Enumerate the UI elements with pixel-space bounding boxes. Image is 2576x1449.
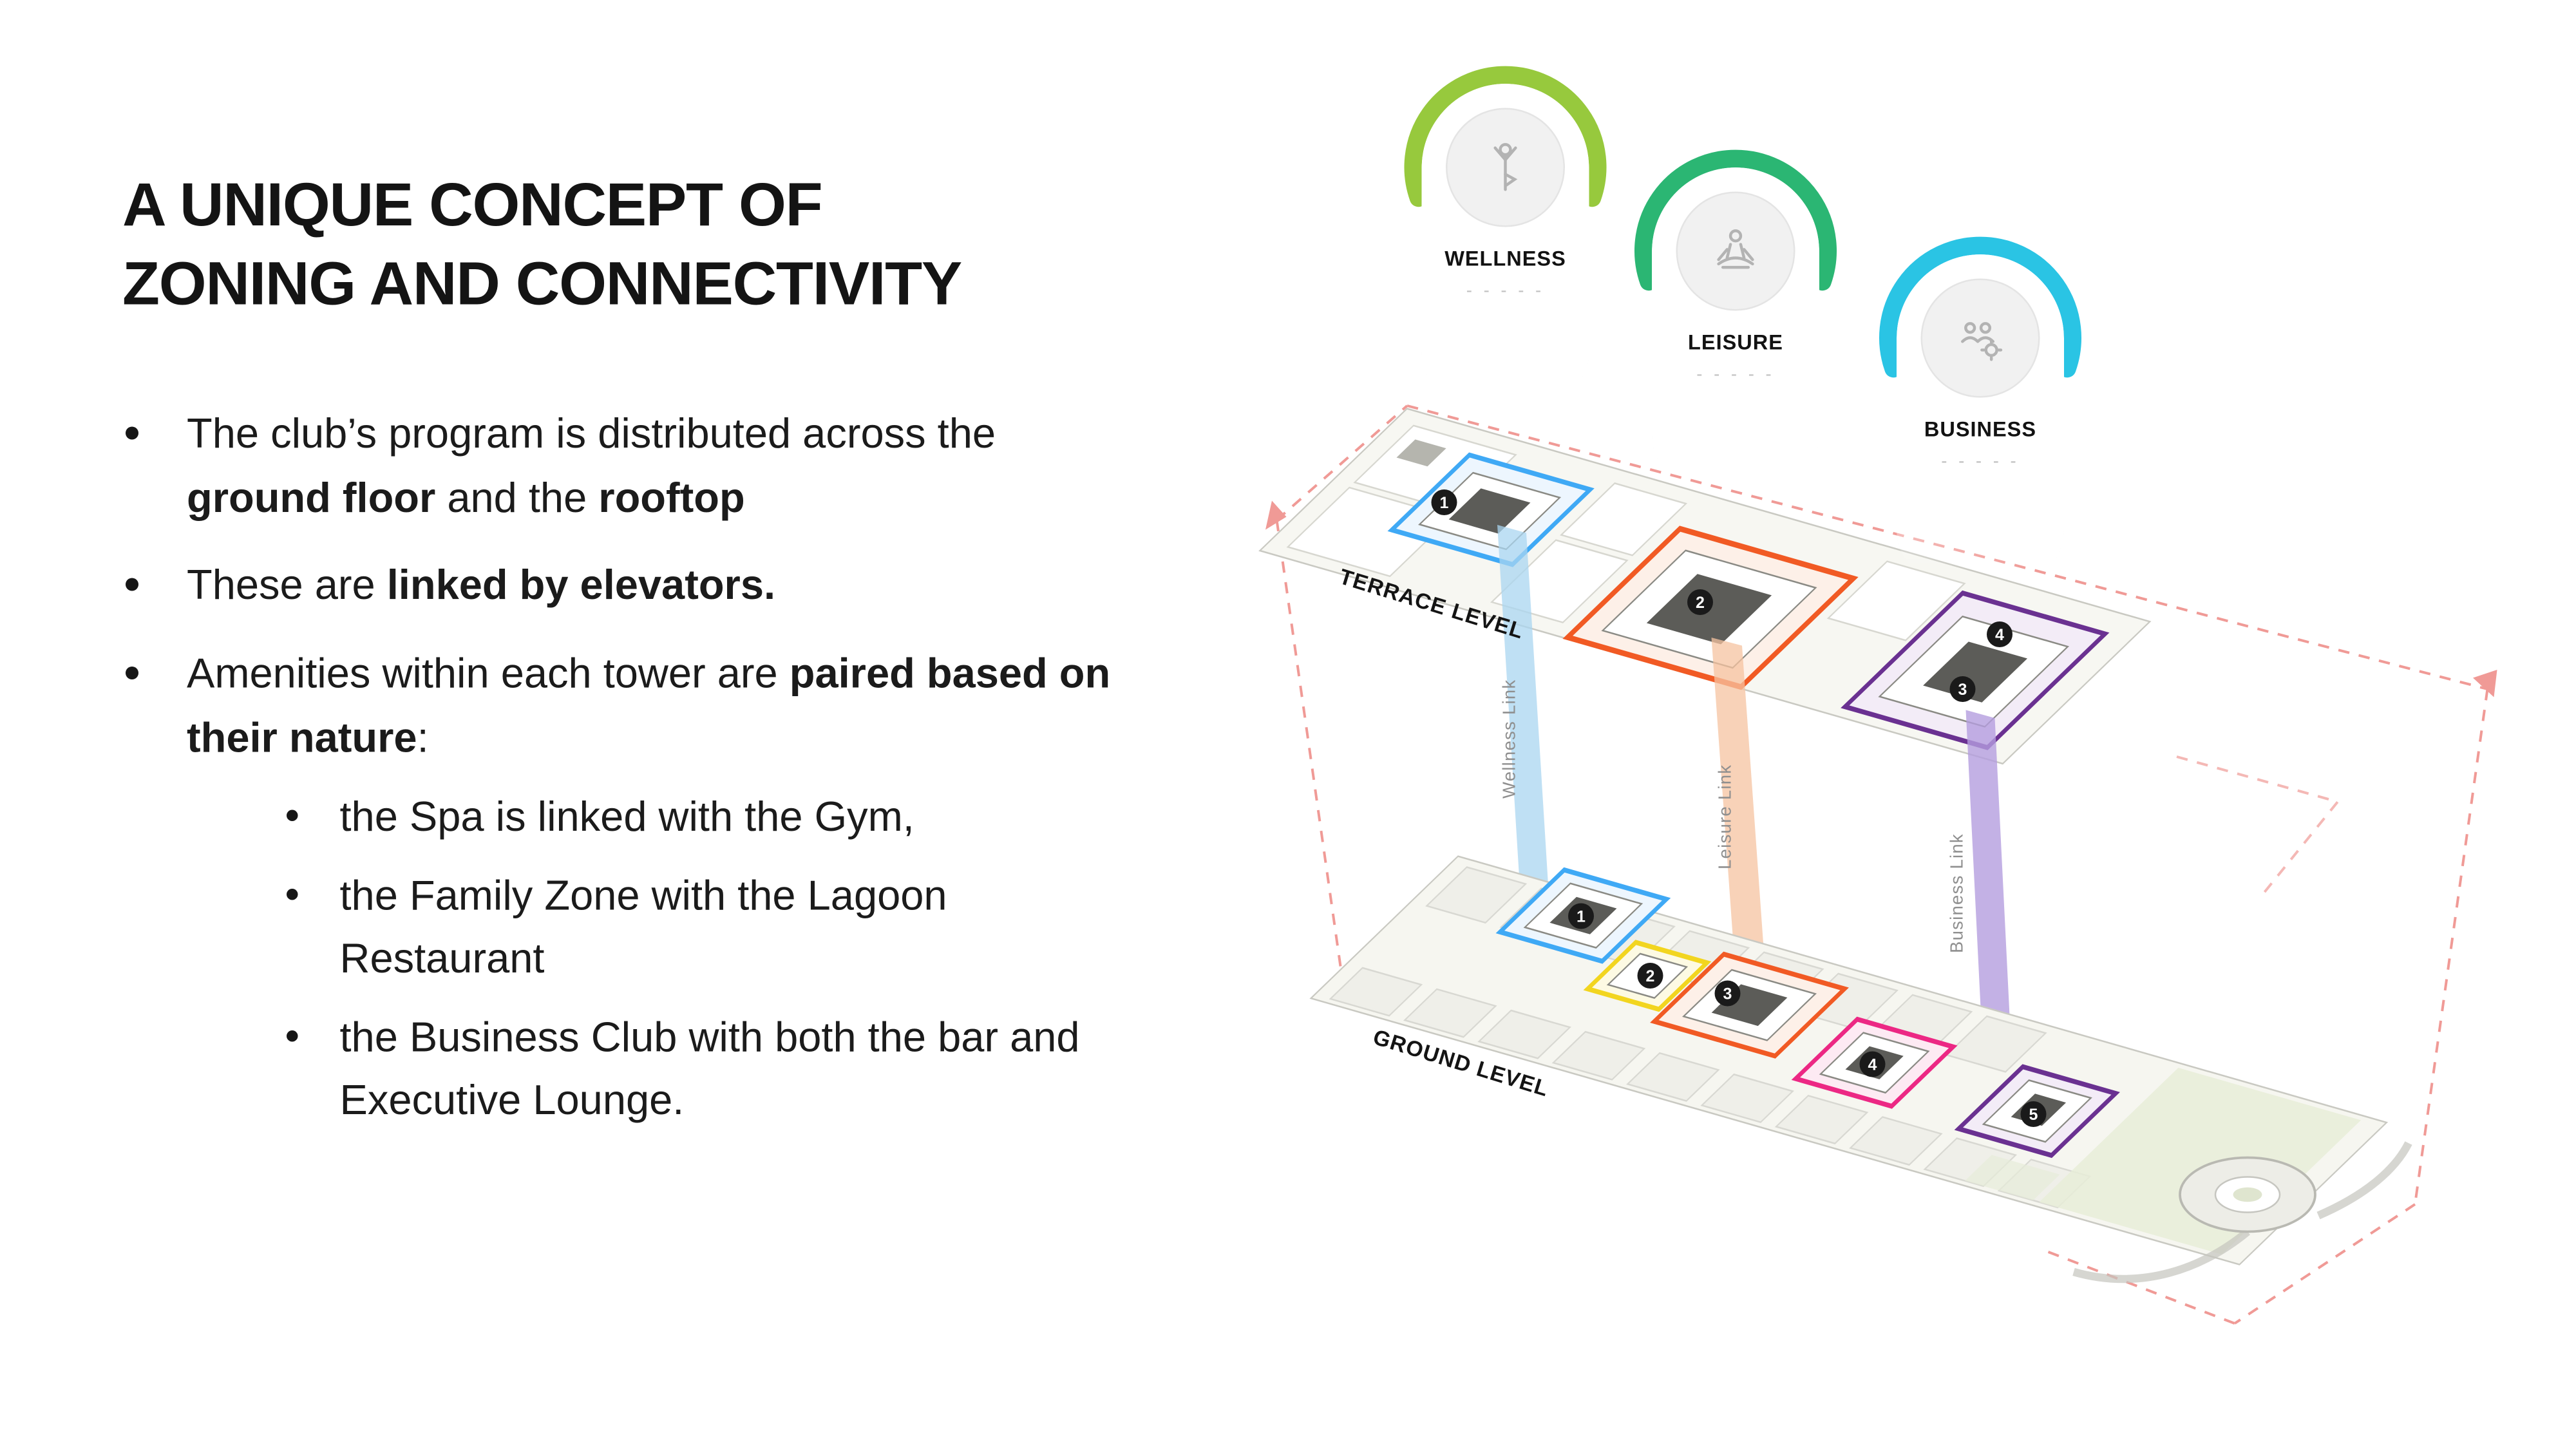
svg-text:1: 1 <box>1577 907 1586 925</box>
bullet-text-segment: These are <box>187 560 387 609</box>
wellness-icon-circle <box>1446 108 1565 227</box>
bullet-text-segment: Amenities within each tower are <box>187 648 790 697</box>
svg-text:2: 2 <box>1696 594 1705 612</box>
boundary-edge <box>1276 404 1408 522</box>
badge-leisure: LEISURE - - - - - <box>1652 167 1819 489</box>
zone-marker: 5 <box>2020 1101 2047 1127</box>
boundary-edge <box>1275 520 1343 971</box>
svg-text:5: 5 <box>2029 1106 2038 1124</box>
bullet-text: These are linked by elevators. <box>187 553 775 618</box>
zone-marker: 4 <box>1859 1051 1886 1077</box>
bullet-dot <box>287 1030 298 1043</box>
sub-bullet-text: the Business Club with both the bar and … <box>339 1013 1080 1124</box>
boundary-edge <box>2233 1203 2416 1325</box>
boundary-arrow-icon <box>1265 500 1287 530</box>
sub-bullet-business-club: the Business Club with both the bar and … <box>187 1007 1121 1132</box>
sub-bullet-spa-gym: the Spa is linked with the Gym, <box>187 786 1121 849</box>
boundary-edge <box>2414 688 2489 1205</box>
business-badge-arc <box>1879 236 2081 378</box>
bullet-item-pairing: Amenities within each tower are paired b… <box>122 640 1121 1148</box>
leisure-icon-circle <box>1676 191 1795 311</box>
badge-label: WELLNESS <box>1444 246 1566 271</box>
badge-business: BUSINESS - - - - - <box>1897 254 2064 585</box>
bullet-dot <box>126 426 138 439</box>
bullet-text-segment: and the <box>435 473 599 522</box>
bullet-text-segment: : <box>417 713 429 762</box>
bullet-item-program: The club’s program is distributed across… <box>122 401 1121 530</box>
link-bands: Wellness Link Leisure Link Business Link <box>1497 525 2012 1074</box>
sub-bullet-text: the Family Zone with the Lagoon Restaura… <box>339 871 947 983</box>
bullet-text-segment: The club’s program is distributed across… <box>187 408 996 457</box>
boundary-arrow-icon <box>2473 670 2497 697</box>
leisure-badge-arc <box>1634 149 1837 291</box>
ground-landscape <box>1965 1068 2362 1255</box>
business-icon-circle <box>1920 278 2040 398</box>
business-link-band <box>1965 710 2012 1074</box>
boundary-edge <box>1406 404 2488 690</box>
boundary-notch <box>2176 755 2340 896</box>
yoga-pose-icon <box>1493 143 1518 191</box>
bullet-dot <box>287 810 298 822</box>
bullet-bold-segment: rooftop <box>598 473 745 522</box>
svg-text:4: 4 <box>1868 1056 1877 1074</box>
badge-label: BUSINESS <box>1924 417 2037 442</box>
zone-marker: 3 <box>1714 980 1741 1007</box>
zone-marker: 2 <box>1637 963 1663 989</box>
slide-title: A UNIQUE CONCEPT OF ZONING AND CONNECTIV… <box>122 172 962 319</box>
badge-wellness: WELLNESS - - - - - <box>1421 84 1589 406</box>
bullet-bold-segment: linked by elevators. <box>386 560 776 609</box>
bullet-dot <box>126 666 138 679</box>
badge-dashes: - - - - - <box>1941 452 2020 472</box>
zoning-diagram: Wellness Link Leisure Link Business Link <box>1258 404 2497 1325</box>
bullet-text: The club’s program is distributed across… <box>187 401 1121 530</box>
bullet-list: The club’s program is distributed across… <box>122 401 1121 1148</box>
leisure-link-band <box>1711 638 1765 961</box>
slide-content: A UNIQUE CONCEPT OF ZONING AND CONNECTIV… <box>122 167 1121 1171</box>
bullet-bold-segment: paired based on their nature <box>187 648 1111 762</box>
wellness-link-label: Wellness Link <box>1499 679 1519 799</box>
badge-dashes: - - - - - <box>1696 365 1775 385</box>
leisure-link-label: Leisure Link <box>1715 764 1735 869</box>
zone-marker: 2 <box>1687 589 1713 615</box>
ground-markers: 1 2 3 4 5 <box>1568 903 2047 1127</box>
bullet-dot <box>287 889 298 901</box>
svg-text:3: 3 <box>1723 985 1732 1003</box>
boundary-edge <box>2041 1248 2235 1325</box>
site-boundary <box>1275 404 2489 1325</box>
bullet-item-elevators: These are linked by elevators. <box>122 553 1121 618</box>
wellness-badge-arc <box>1404 66 1607 207</box>
badge-label: LEISURE <box>1688 330 1783 355</box>
sub-bullet-text: the Spa is linked with the Gym, <box>339 792 914 841</box>
sub-bullet-list: the Spa is linked with the Gym, the Fami… <box>187 786 1121 1133</box>
sub-bullet-family-lagoon: the Family Zone with the Lagoon Restaura… <box>187 865 1121 990</box>
svg-text:2: 2 <box>1646 967 1655 985</box>
business-team-icon <box>1961 322 2003 361</box>
roundabout <box>2072 1141 2412 1283</box>
svg-text:3: 3 <box>1958 681 1967 699</box>
zone-marker: 1 <box>1568 903 1594 929</box>
terrace-zone-wellness <box>1387 452 1595 567</box>
bullet-text-wrap: Amenities within each tower are paired b… <box>187 640 1121 1148</box>
wellness-link-band <box>1497 525 1549 895</box>
terrace-markers: 1 2 4 3 <box>1431 489 2012 702</box>
bullet-dot <box>126 578 138 592</box>
meditation-icon <box>1717 229 1754 269</box>
svg-text:1: 1 <box>1440 494 1449 512</box>
zone-marker: 3 <box>1949 676 1976 702</box>
bullet-bold-segment: ground floor <box>187 473 436 522</box>
svg-text:4: 4 <box>1995 626 2004 644</box>
business-link-label: Business Link <box>1947 833 1967 953</box>
zone-marker: 1 <box>1431 489 1457 515</box>
terrace-zone-business <box>1841 590 2110 750</box>
badge-dashes: - - - - - <box>1466 281 1545 301</box>
zone-marker: 4 <box>1987 621 2012 647</box>
bullet-text: Amenities within each tower are paired b… <box>187 640 1121 770</box>
